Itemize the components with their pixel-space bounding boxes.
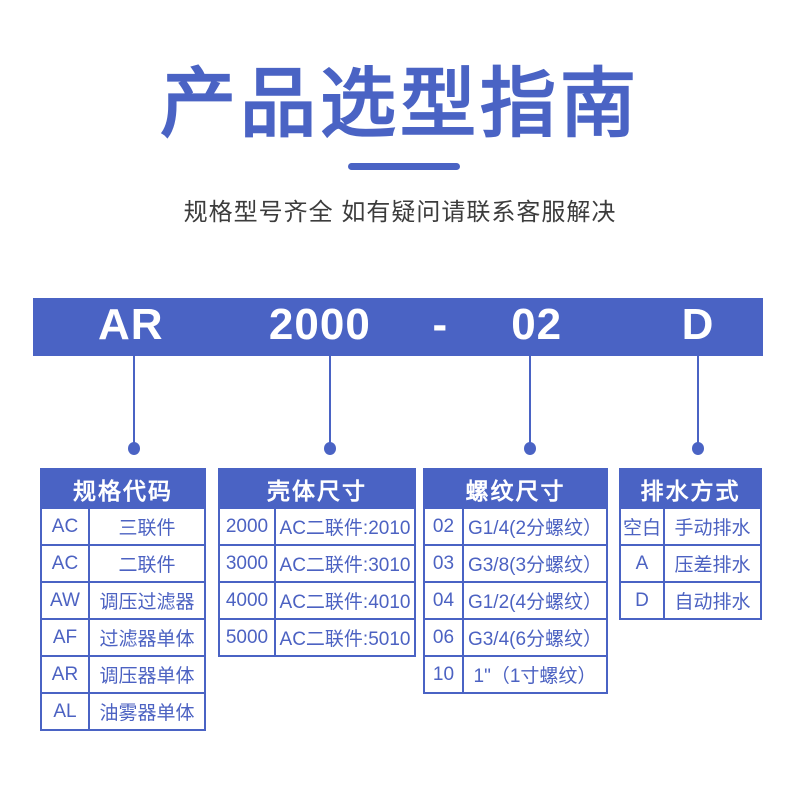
table-row: AR 调压器单体 [42, 655, 204, 692]
row-label: 三联件 [118, 518, 176, 539]
table-row: D 自动排水 [621, 581, 760, 618]
row-label: 1"（1寸螺纹） [473, 666, 597, 687]
row-label: AC二联件:5010 [279, 629, 411, 650]
row-code: 02 [425, 509, 464, 544]
row-label: G3/4(6分螺纹） [467, 629, 603, 650]
row-code: D [621, 583, 665, 618]
table-row: 2000 AC二联件:2010 [220, 507, 414, 544]
row-code: AL [42, 694, 90, 729]
table-header: 螺纹尺寸 [425, 470, 606, 507]
table-row: AC 二联件 [42, 544, 204, 581]
table-row: 3000 AC二联件:3010 [220, 544, 414, 581]
connector-line-spec [133, 356, 135, 444]
model-code-bar: AR 2000 - 02 D [33, 298, 763, 356]
table-header: 壳体尺寸 [220, 470, 414, 507]
model-segment-drain: D [681, 300, 715, 349]
page-title: 产品选型指南 [160, 62, 640, 147]
table-drain-method: 排水方式 空白 手动排水 A 压差排水 D 自动排水 [619, 468, 762, 620]
table-row: A 压差排水 [621, 544, 760, 581]
row-code: 06 [425, 620, 464, 655]
page-subtitle: 规格型号齐全 如有疑问请联系客服解决 [183, 199, 617, 226]
connector-dot-spec [128, 442, 140, 455]
row-label: 自动排水 [674, 592, 751, 613]
table-row: 10 1"（1寸螺纹） [425, 655, 606, 692]
table-row: AW 调压过滤器 [42, 581, 204, 618]
connector-line-thread [529, 356, 531, 444]
table-row: 06 G3/4(6分螺纹） [425, 618, 606, 655]
row-label: AC二联件:3010 [279, 555, 411, 576]
row-label: G1/2(4分螺纹） [467, 592, 603, 613]
row-label: 过滤器单体 [99, 629, 195, 650]
row-label: 压差排水 [674, 555, 751, 576]
row-code: 2000 [220, 509, 276, 544]
connector-line-drain [697, 356, 699, 444]
row-label: AC二联件:2010 [279, 518, 411, 539]
model-segment-spec-code: AR [98, 300, 164, 349]
title-underline [348, 163, 460, 170]
connector-dot-size [324, 442, 336, 455]
table-thread-size: 螺纹尺寸 02 G1/4(2分螺纹） 03 G3/8(3分螺纹） 04 G1/2… [423, 468, 608, 694]
table-header: 排水方式 [621, 470, 760, 507]
row-code: AF [42, 620, 90, 655]
table-row: 04 G1/2(4分螺纹） [425, 581, 606, 618]
row-code: AC [42, 546, 90, 581]
model-segment-dash: - [432, 300, 449, 349]
row-code: 3000 [220, 546, 276, 581]
row-code: AW [42, 583, 90, 618]
row-label: AC二联件:4010 [279, 592, 411, 613]
table-row: AC 三联件 [42, 507, 204, 544]
row-label: 调压器单体 [99, 666, 195, 687]
table-row: 5000 AC二联件:5010 [220, 618, 414, 655]
row-label: 手动排水 [674, 518, 751, 539]
model-segment-thread: 02 [511, 300, 563, 349]
table-row: 4000 AC二联件:4010 [220, 581, 414, 618]
row-code: 10 [425, 657, 464, 692]
row-code: AC [42, 509, 90, 544]
connector-dot-thread [524, 442, 536, 455]
row-code: 5000 [220, 620, 276, 655]
row-code: A [621, 546, 665, 581]
row-label: G3/8(3分螺纹） [467, 555, 603, 576]
model-segment-body-size: 2000 [268, 300, 371, 349]
row-code: 空白 [621, 509, 665, 544]
row-label: G1/4(2分螺纹） [467, 518, 603, 539]
table-header: 规格代码 [42, 470, 204, 507]
row-code: AR [42, 657, 90, 692]
row-code: 04 [425, 583, 464, 618]
table-row: 02 G1/4(2分螺纹） [425, 507, 606, 544]
table-body-size: 壳体尺寸 2000 AC二联件:2010 3000 AC二联件:3010 400… [218, 468, 416, 657]
row-label: 调压过滤器 [99, 592, 195, 613]
row-code: 03 [425, 546, 464, 581]
connector-dot-drain [692, 442, 704, 455]
table-spec-code: 规格代码 AC 三联件 AC 二联件 AW 调压过滤器 AF 过滤器单体 AR … [40, 468, 206, 731]
table-row: AL 油雾器单体 [42, 692, 204, 729]
table-row: AF 过滤器单体 [42, 618, 204, 655]
row-label: 油雾器单体 [99, 703, 195, 724]
row-label: 二联件 [118, 555, 176, 576]
table-row: 03 G3/8(3分螺纹） [425, 544, 606, 581]
row-code: 4000 [220, 583, 276, 618]
table-row: 空白 手动排水 [621, 507, 760, 544]
connector-line-size [329, 356, 331, 444]
